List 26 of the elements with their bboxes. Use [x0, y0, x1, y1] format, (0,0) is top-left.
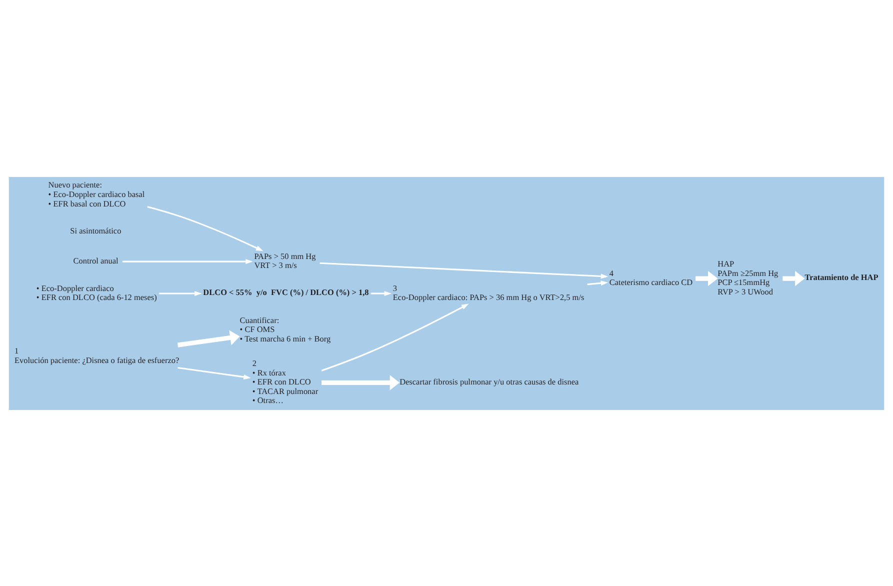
arrow — [320, 262, 608, 278]
arrow — [147, 205, 264, 251]
node-text: Si asintomático — [70, 226, 122, 236]
node-text: • Eco-Doppler cardiaco • EFR con DLCO (cada 6-12 meses) — [36, 283, 157, 302]
node-text: 3 Eco-Doppler cardiaco: PAPs > 36 mm Hg o VRT>2,5 m/s — [392, 283, 584, 302]
arrow — [177, 330, 240, 347]
arrow — [587, 280, 608, 286]
node-text: 4 Cateterismo cardiaco CD — [609, 268, 693, 287]
node-text: DLCO < 55% y/o FVC (%) / DLCO (%) > 1,8 — [203, 287, 369, 296]
node-text: PAPs > 50 mm Hg VRT > 3 m/s — [254, 251, 316, 270]
arrow — [321, 303, 469, 371]
arrow — [322, 374, 400, 390]
arrow — [782, 270, 805, 286]
node-text: HAP PAPm ≥25mm Hg PCP ≤15mmHg RVP > 3 UWood — [718, 259, 778, 296]
node-text: Control anual — [73, 256, 118, 265]
arrow — [122, 258, 253, 264]
arrow — [370, 290, 392, 296]
arrow — [178, 366, 251, 379]
node-text: Nuevo paciente: • Eco-Doppler cardiaco basal • EFR basal con DLCO — [48, 180, 145, 208]
node-text: Cuantificar: • CF OMS • Test marcha 6 min + Borg — [240, 315, 331, 343]
node-text: Tratamiento de HAP — [804, 272, 878, 282]
node-text: 2 • Rx tórax • EFR con DLCO • TACAR pulmonar • Otras… — [252, 358, 318, 405]
node-text: 1 Evolución paciente: ¿Disnea o fatiga de esfuerzo? — [14, 346, 180, 364]
arrow — [696, 270, 718, 286]
arrow — [159, 290, 202, 296]
node-text: Descartar fibrosis pulmonar y/u otras causas de disnea — [400, 377, 579, 386]
